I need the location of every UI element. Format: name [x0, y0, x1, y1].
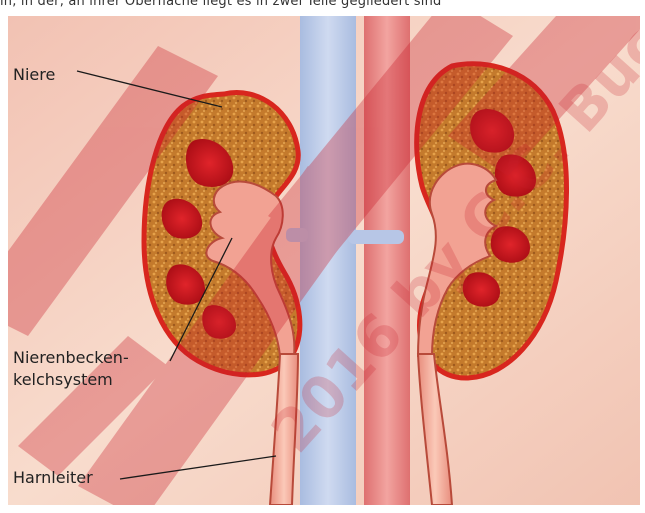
cut-off-caption-text: in, in der, an ihrer Oberfläche liegt es…	[0, 0, 441, 9]
right-renal-vein	[348, 230, 404, 244]
label-nierenbecken-line1: Nierenbecken-	[13, 347, 129, 368]
illustration: 2016 by C.C. Buchner	[8, 16, 640, 505]
label-nierenbecken-line2: kelchsystem	[13, 369, 113, 390]
label-harnleiter: Harnleiter	[13, 467, 93, 488]
label-niere: Niere	[13, 64, 55, 85]
